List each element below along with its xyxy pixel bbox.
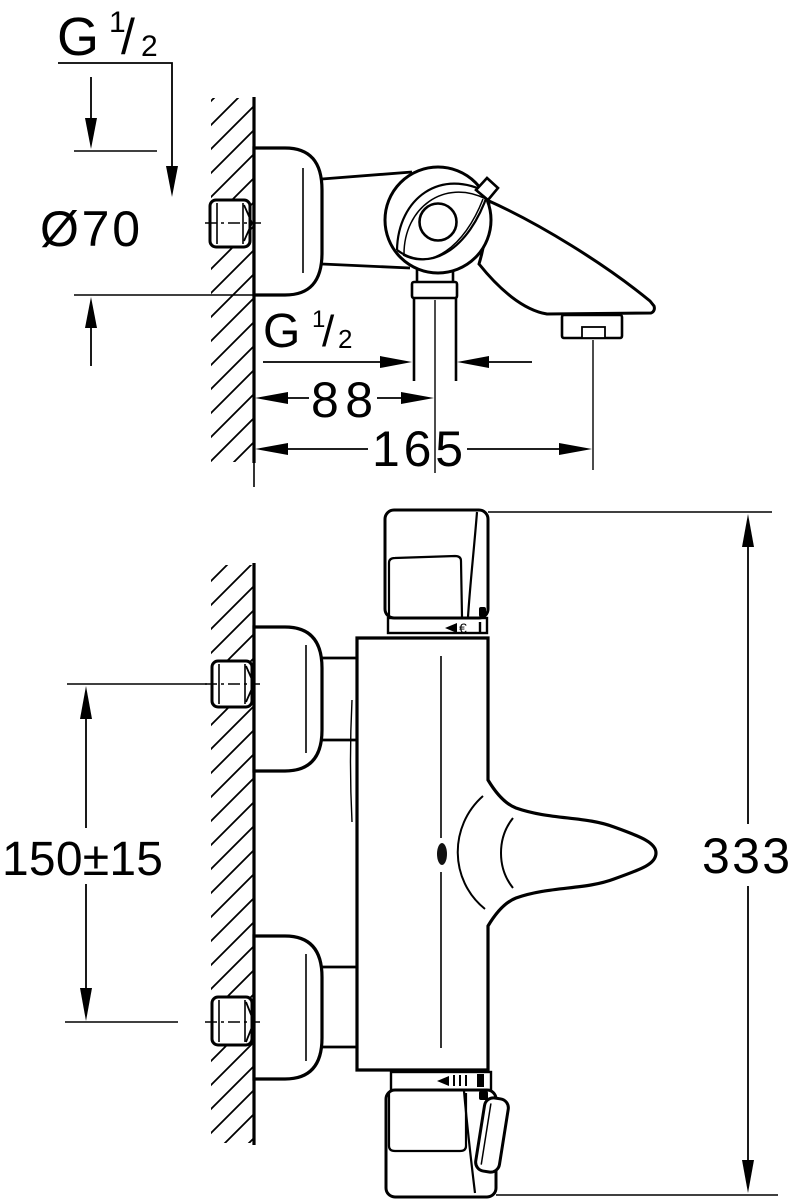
dim-label-slash: / [322, 307, 335, 356]
dim-label-numerator: 1 [312, 306, 325, 333]
handle-face [387, 1093, 468, 1153]
union-nut-body [210, 995, 254, 1047]
arrow-up-icon [85, 297, 97, 328]
dim-label-numerator: 1 [109, 6, 126, 39]
arrow-left-icon [457, 356, 489, 368]
handle-tab [474, 176, 500, 202]
leader-line [58, 62, 173, 168]
handle-cap [418, 202, 458, 242]
handle-flow [384, 1088, 510, 1199]
handle-swirl-line [402, 198, 484, 261]
spout-mark-dot [437, 843, 447, 865]
dim-connection-spacing: 150±15 [2, 683, 207, 1023]
scale-arrow-left-icon [437, 1076, 449, 1086]
side-view: G 1 / 2 Ø70 G 1 / 2 [40, 6, 656, 487]
handle-swirl-line [403, 191, 487, 255]
dim-outlet-thread: G 1 / 2 [263, 305, 532, 368]
spout-contour-line [500, 817, 514, 889]
dim-label-333: 333 [702, 828, 790, 884]
lever-edge-line [480, 1103, 492, 1165]
dim-label-88: 88 [311, 372, 373, 428]
arrow-right-icon [401, 392, 434, 404]
dim-label-165: 165 [372, 421, 463, 477]
arrow-down-icon [166, 166, 178, 197]
wall-escutcheon-top [252, 625, 324, 773]
arrow-down-icon [85, 118, 97, 149]
arrow-up-icon [80, 686, 92, 719]
union-nut-top [205, 659, 260, 709]
neck-bottom-edge [321, 262, 411, 270]
dim-wall-to-outlet: 88 [255, 372, 434, 428]
arrow-up-icon [742, 514, 754, 547]
arrow-right-icon [559, 443, 592, 455]
dim-label-diameter: Ø70 [40, 201, 140, 257]
union-nut-bottom [205, 995, 260, 1047]
handle-swirl-line [396, 192, 490, 261]
dim-overall-length: 333 [488, 511, 790, 1196]
bath-spout [477, 198, 656, 316]
arrow-down-icon [742, 1160, 754, 1193]
wall-escutcheon-bottom [252, 934, 324, 1081]
arrow-left-icon [255, 392, 288, 404]
dim-wall-to-spout-tip: 165 [255, 421, 592, 477]
dim-label-g: G [57, 7, 99, 67]
dim-wall-thread: G 1 / 2 [57, 6, 178, 197]
dim-label-g: G [263, 305, 300, 358]
dim-escutcheon-diameter: Ø70 [40, 77, 254, 366]
handle-face [387, 554, 464, 618]
body-neck-fill [322, 969, 357, 1045]
dim-label-denominator: 2 [141, 30, 158, 63]
body-neck-fill [322, 660, 357, 738]
neck-top-edge [321, 170, 413, 181]
outlet-nut [410, 280, 459, 300]
handle-thermostat [383, 508, 490, 620]
safety-stop-button [479, 607, 486, 617]
lever-knob [474, 1096, 510, 1174]
scale-mark-glyph: € [459, 620, 467, 636]
wall-hatching [211, 565, 254, 1143]
dim-label-slash: / [121, 9, 135, 65]
diverter-lever [474, 1096, 510, 1174]
handle-grip-line [466, 511, 479, 618]
arrow-down-icon [80, 988, 92, 1021]
wall-hatching [211, 98, 254, 462]
spout-contour-line [456, 795, 486, 910]
plan-view: € [2, 508, 790, 1199]
mixer-body [355, 636, 658, 1072]
arrow-left-icon [255, 443, 288, 455]
lever-pivot-mark [479, 1091, 488, 1100]
dim-label-150: 150±15 [2, 833, 163, 886]
body-left-contour [349, 699, 353, 823]
handle-grip-line [462, 1090, 477, 1194]
dim-label-denominator: 2 [338, 324, 352, 354]
scale-mark-thick [477, 1074, 484, 1087]
aerator-outlet [581, 326, 606, 339]
scale-arrow-left-icon [445, 623, 457, 633]
arrow-right-icon [380, 356, 412, 368]
collar-top [386, 616, 489, 635]
union-nut [205, 198, 261, 249]
wall-escutcheon [252, 146, 324, 297]
handle-swirl-line [395, 182, 489, 251]
